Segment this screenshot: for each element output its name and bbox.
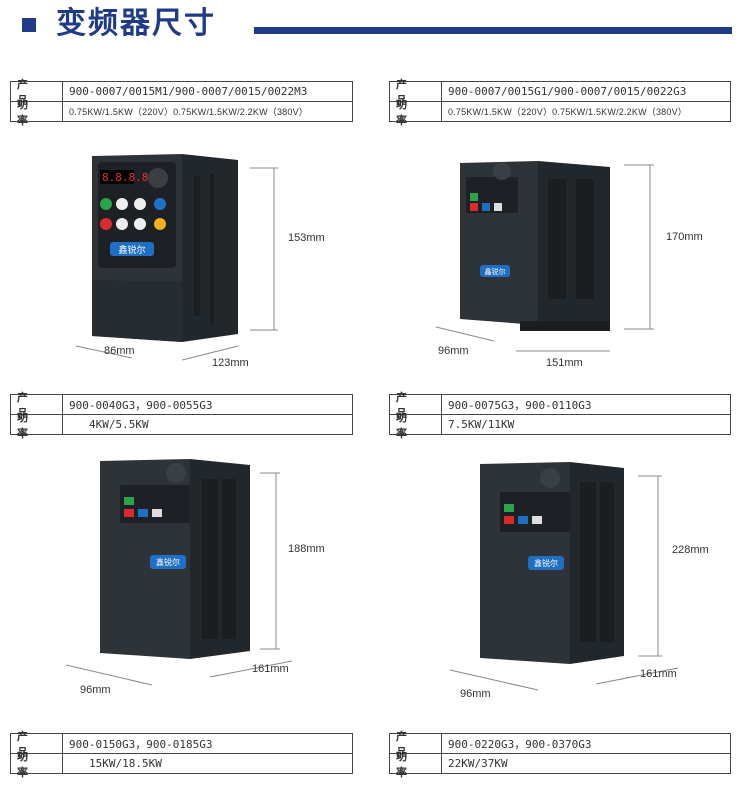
power-label: 功 率 bbox=[390, 750, 442, 779]
spec-table-5: 产 品 900-0150G3，900-0185G3 功 率 15KW/18.5KW bbox=[10, 730, 353, 779]
height-label: 188mm bbox=[288, 543, 325, 555]
product-image-2: 鑫锐尔 170mm 96mm 151mm bbox=[430, 155, 730, 380]
height-label: 153mm bbox=[288, 232, 325, 244]
svg-text:8.8.8.8: 8.8.8.8 bbox=[102, 171, 148, 184]
inverter-4-drawing: 鑫锐尔 bbox=[449, 462, 679, 691]
brand-logo: 鑫锐尔 bbox=[118, 244, 145, 256]
width-label: 96mm bbox=[438, 345, 469, 357]
spec-table-4: 产 品 900-0075G3，900-0110G3 功 率 7.5KW/11KW bbox=[389, 391, 731, 440]
width-label: 86mm bbox=[104, 345, 135, 357]
model-value: 900-0220G3，900-0370G3 bbox=[448, 737, 592, 751]
power-label: 功 率 bbox=[390, 411, 442, 440]
header-square-icon bbox=[22, 18, 36, 32]
model-value: 900-0007/0015M1/900-0007/0015/0022M3 bbox=[69, 85, 308, 98]
product-image-1: 8.8.8.8 鑫锐尔 153mm 86mm 123mm bbox=[70, 150, 340, 380]
product-label: 产 品 bbox=[11, 730, 63, 759]
power-label: 功 率 bbox=[390, 98, 442, 127]
power-label: 功 率 bbox=[11, 411, 63, 440]
model-value: 900-0150G3，900-0185G3 bbox=[69, 737, 213, 751]
product-label: 产 品 bbox=[390, 391, 442, 420]
depth-label: 161mm bbox=[252, 663, 289, 675]
depth-label: 151mm bbox=[546, 357, 583, 369]
brand-logo: 鑫锐尔 bbox=[485, 267, 506, 276]
power-value: 7.5KW/11KW bbox=[448, 418, 515, 431]
spec-table-6: 产 品 900-0220G3，900-0370G3 功 率 22KW/37KW bbox=[389, 730, 731, 779]
product-label: 产 品 bbox=[390, 730, 442, 759]
power-label: 功 率 bbox=[11, 750, 63, 779]
power-value: 4KW/5.5KW bbox=[89, 418, 149, 431]
power-value: 0.75KW/1.5KW（220V）0.75KW/1.5KW/2.2KW（380… bbox=[448, 107, 687, 117]
width-label: 96mm bbox=[80, 684, 111, 696]
product-label: 产 品 bbox=[11, 78, 63, 107]
power-value: 15KW/18.5KW bbox=[89, 757, 162, 770]
header-rule bbox=[254, 27, 732, 34]
power-value: 22KW/37KW bbox=[448, 757, 508, 770]
power-label: 功 率 bbox=[11, 98, 63, 127]
width-label: 96mm bbox=[460, 688, 491, 700]
brand-logo: 鑫锐尔 bbox=[534, 558, 558, 568]
spec-table-3: 产 品 900-0040G3，900-0055G3 功 率 4KW/5.5KW bbox=[10, 391, 353, 440]
section-header: 变频器尺寸 bbox=[22, 4, 732, 48]
product-image-4: 鑫锐尔 228mm 96mm 161mm bbox=[430, 458, 730, 710]
inverter-2-drawing: 鑫锐尔 bbox=[435, 161, 654, 352]
product-label: 产 品 bbox=[390, 78, 442, 107]
model-value: 900-0075G3，900-0110G3 bbox=[448, 398, 592, 412]
page-title: 变频器尺寸 bbox=[56, 6, 216, 41]
depth-label: 123mm bbox=[212, 357, 249, 369]
depth-label: 161mm bbox=[640, 668, 677, 680]
power-value: 0.75KW/1.5KW（220V）0.75KW/1.5KW/2.2KW（380… bbox=[69, 107, 308, 117]
inverter-1-drawing: 8.8.8.8 鑫锐尔 bbox=[75, 154, 278, 361]
model-value: 900-0040G3，900-0055G3 bbox=[69, 398, 213, 412]
model-value: 900-0007/0015G1/900-0007/0015/0022G3 bbox=[448, 85, 687, 98]
brand-logo: 鑫锐尔 bbox=[156, 557, 180, 567]
height-label: 228mm bbox=[672, 544, 709, 556]
product-image-3: 鑫锐尔 188mm 96mm 161mm bbox=[60, 455, 350, 705]
product-label: 产 品 bbox=[11, 391, 63, 420]
height-label: 170mm bbox=[666, 231, 703, 243]
inverter-3-drawing: 鑫锐尔 bbox=[65, 459, 293, 686]
